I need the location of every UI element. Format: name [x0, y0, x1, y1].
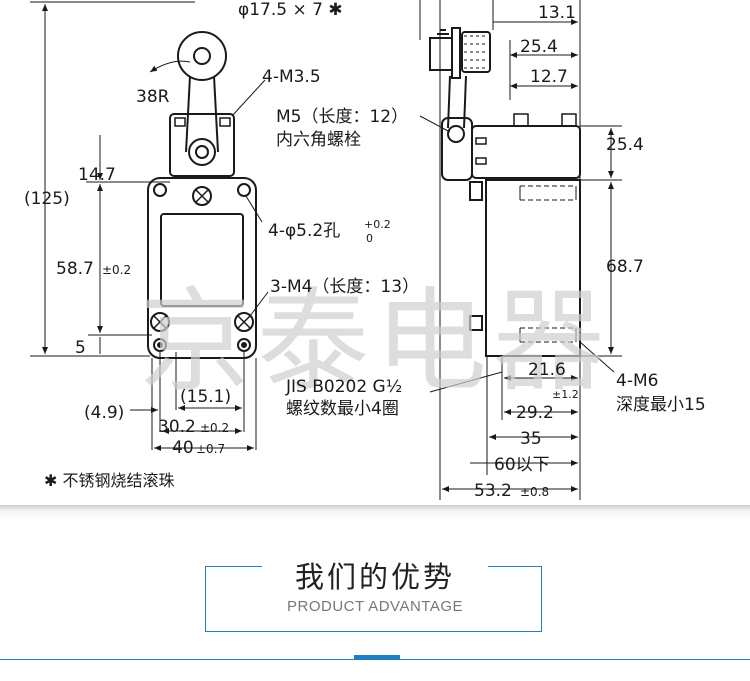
dim-40-label: 40 — [172, 438, 194, 458]
dim-35-label: 35 — [520, 429, 542, 449]
side-dimension-lines — [419, 0, 622, 500]
side-view — [429, 27, 581, 357]
height-total-label: (125) — [24, 189, 70, 209]
dim-53-2-label: 53.2 — [474, 481, 512, 501]
title-frame-gap — [262, 556, 488, 596]
dim-29-2-label: 29.2 — [516, 403, 554, 423]
section-divider — [0, 505, 750, 519]
tol-21-6-label: ±1.2 — [552, 388, 579, 401]
tol-30-2-label: ±0.2 — [200, 421, 229, 435]
holes-tol-lower: 0 — [366, 232, 373, 245]
thread-label-2: 螺纹数最小4圈 — [286, 399, 399, 419]
tol-53-2-label: ±0.8 — [520, 485, 549, 499]
dim-60-label: 60以下 — [494, 455, 550, 475]
dimension-drawing: 京泰电器 φ17.5 × 7 ✱ 38R 4-M3.5 (125) 14.7 5… — [24, 0, 706, 501]
dim-5-label: 5 — [75, 338, 86, 358]
watermark: 京泰电器 — [139, 277, 611, 407]
dim-25-4-right-label: 25.4 — [606, 135, 644, 155]
front-dimension-lines — [30, 1, 269, 451]
dim-12-7-label: 12.7 — [530, 67, 568, 87]
side-head — [441, 117, 473, 181]
dim-4-9-label: (4.9) — [84, 403, 124, 423]
screws-label: 3-M4（长度：13） — [270, 277, 419, 297]
roller-spec-label: φ17.5 × 7 ✱ — [238, 0, 343, 20]
bolt-label-1: M5（长度：12） — [276, 107, 408, 127]
bolt-label-2: 内六角螺栓 — [276, 130, 361, 150]
section-title: 我们的优势 — [294, 560, 455, 594]
side-labels: 13.1 25.4 12.7 M5（长度：12） 内六角螺栓 25.4 68.7… — [276, 3, 706, 501]
dim-30-2-label: 30.2 — [158, 417, 196, 437]
switch-body — [147, 177, 257, 359]
holes-label: 4-φ5.2孔 — [268, 221, 340, 241]
dim-68-7-label: 68.7 — [606, 257, 644, 277]
front-view — [147, 31, 257, 359]
dim-25-4-top-label: 25.4 — [520, 37, 558, 57]
front-labels: φ17.5 × 7 ✱ 38R 4-M3.5 (125) 14.7 58.7 ±… — [24, 0, 419, 490]
dim-58-7-label: 58.7 — [56, 259, 94, 279]
m6-label-1: 4-M6 — [616, 371, 658, 391]
tol-58-7-label: ±0.2 — [102, 263, 131, 277]
advantage-section — [0, 519, 750, 681]
bottom-accent-bar — [354, 655, 400, 660]
dim-15-1-label: (15.1) — [180, 387, 231, 407]
mount-screws-label: 4-M3.5 — [262, 67, 321, 87]
dim-13-1-label: 13.1 — [538, 3, 576, 23]
m6-label-2: 深度最小15 — [616, 395, 706, 415]
roller — [177, 31, 227, 81]
dim-21-6-label: 21.6 — [528, 360, 566, 380]
thread-label-1: JIS B0202 G½ — [285, 377, 402, 397]
tol-40-label: ±0.7 — [196, 442, 225, 456]
footnote: ✱ 不锈钢烧结滚珠 — [44, 471, 175, 490]
holes-tol-upper: +0.2 — [364, 218, 391, 231]
arm-radius-label: 38R — [136, 87, 170, 107]
switch-head — [169, 113, 235, 177]
dim-14-7-label: 14.7 — [78, 165, 116, 185]
section-subtitle: PRODUCT ADVANTAGE — [286, 598, 464, 615]
